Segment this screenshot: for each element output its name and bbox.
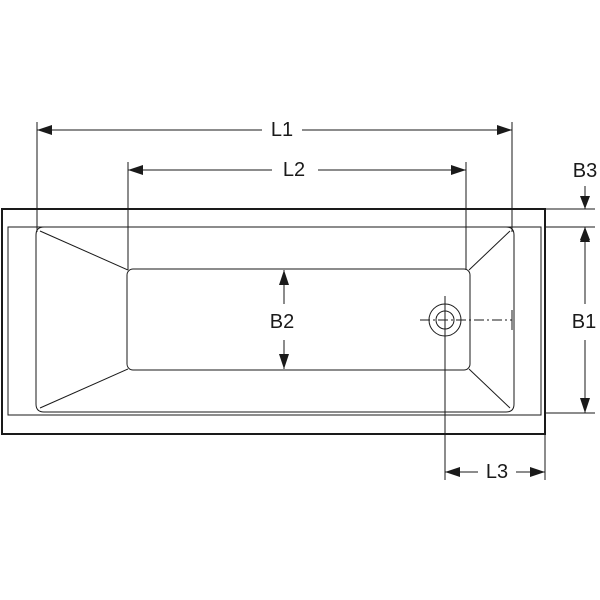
b1-label: B1 <box>572 311 596 333</box>
l2-label: L2 <box>283 159 305 181</box>
basin-top-edge <box>35 226 515 413</box>
dimension-l3: L3 <box>444 336 546 483</box>
dimension-b3: B3 <box>545 160 597 240</box>
dimension-b2: B2 <box>270 270 294 369</box>
l3-label: L3 <box>486 461 508 483</box>
b1-arrow-bottom <box>580 398 590 413</box>
b2-label: B2 <box>270 311 294 333</box>
tub-outer-rim <box>1 208 546 435</box>
b3-label: B3 <box>573 160 597 182</box>
b1-arrow-top <box>580 227 590 242</box>
slope-top-left <box>39 230 129 271</box>
l1-label: L1 <box>271 119 293 141</box>
slope-bottom-right <box>468 368 511 409</box>
slope-top-right <box>468 230 511 271</box>
l2-arrow-left <box>128 165 143 175</box>
dimension-l1: L1 <box>36 119 513 232</box>
b3-arrow-top <box>580 196 590 209</box>
slope-bottom-left <box>39 368 129 409</box>
b2-arrow-top <box>279 270 289 285</box>
l1-arrow-left <box>37 125 52 135</box>
l1-arrow-right <box>497 125 512 135</box>
l3-arrow-right <box>530 467 545 477</box>
dimension-b1: B1 <box>545 227 596 414</box>
drain-icon <box>420 296 513 337</box>
l2-arrow-right <box>451 165 466 175</box>
dimension-l2: L2 <box>127 159 467 270</box>
b2-arrow-bottom <box>279 354 289 369</box>
l3-arrow-left <box>445 467 460 477</box>
basin-bottom <box>126 268 471 371</box>
